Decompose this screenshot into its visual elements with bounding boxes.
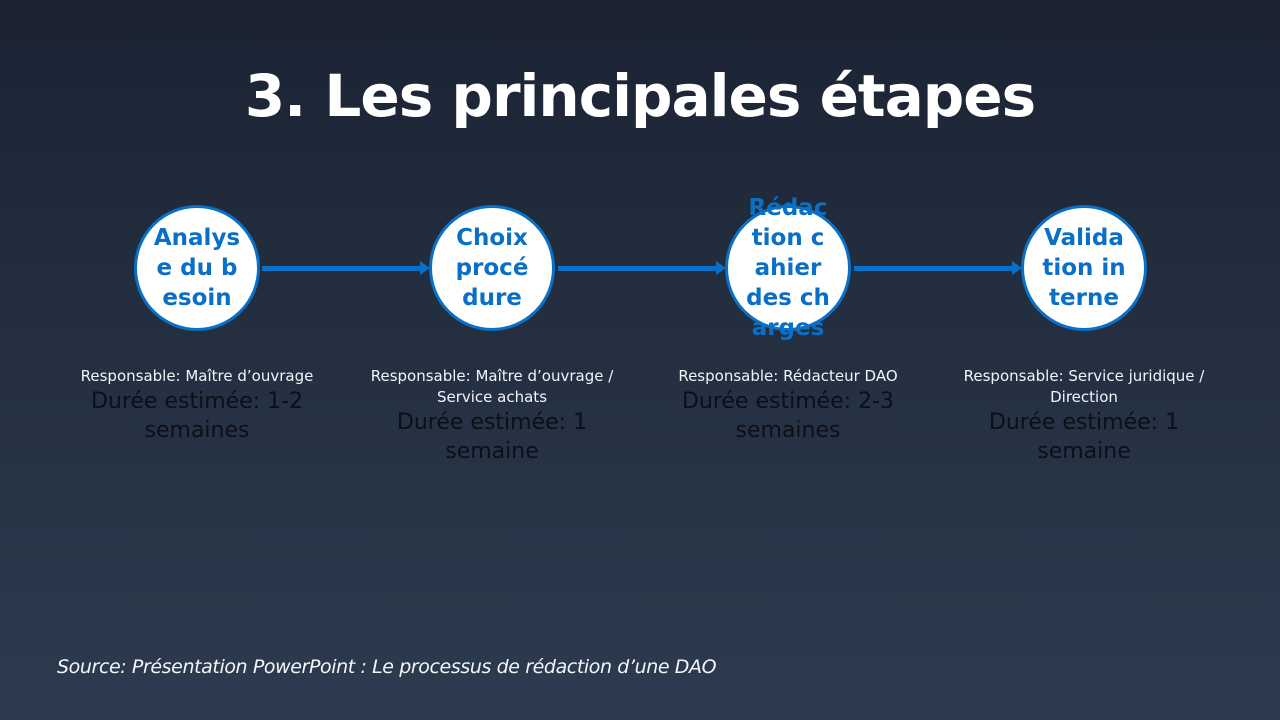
step-label: Analyse du besoin: [153, 225, 241, 311]
step-duree: Durée estimée: 1-2 semaines: [90, 389, 304, 443]
arrow-connector-2: [558, 261, 726, 275]
step-label: Validation interne: [1042, 225, 1126, 311]
step-label: Rédaction cahier des charges: [746, 195, 830, 341]
step-label: Choix procédure: [455, 225, 529, 311]
step-details: Responsable: Maître d’ouvrage / Service …: [367, 366, 617, 466]
arrow-head-icon: [420, 261, 430, 275]
step-duree: Durée estimée: 1 semaine: [988, 410, 1180, 464]
slide-title: 3. Les principales étapes: [244, 62, 1036, 130]
step-responsable: Responsable: Service juridique / Directi…: [963, 367, 1205, 406]
arrow-connector-1: [262, 261, 430, 275]
step-circle: Analyse du besoin: [134, 205, 260, 331]
arrow-head-icon: [716, 261, 726, 275]
step-circle: Validation interne: [1021, 205, 1147, 331]
step-details: Responsable: Rédacteur DAO Durée estimée…: [663, 366, 913, 445]
source-caption: Source: Présentation PowerPoint : Le pro…: [57, 656, 717, 678]
step-details: Responsable: Service juridique / Directi…: [959, 366, 1209, 466]
step-circle: Choix procédure: [429, 205, 555, 331]
step-details: Responsable: Maître d’ouvrage Durée esti…: [72, 366, 322, 445]
step-responsable: Responsable: Rédacteur DAO: [678, 367, 898, 385]
step-responsable: Responsable: Maître d’ouvrage: [80, 367, 314, 385]
step-duree: Durée estimée: 2-3 semaines: [681, 389, 895, 443]
step-circle: Rédaction cahier des charges: [725, 195, 851, 341]
step-duree: Durée estimée: 1 semaine: [396, 410, 588, 464]
arrow-head-icon: [1012, 261, 1022, 275]
step-responsable: Responsable: Maître d’ouvrage / Service …: [370, 367, 614, 406]
arrow-connector-3: [854, 261, 1022, 275]
